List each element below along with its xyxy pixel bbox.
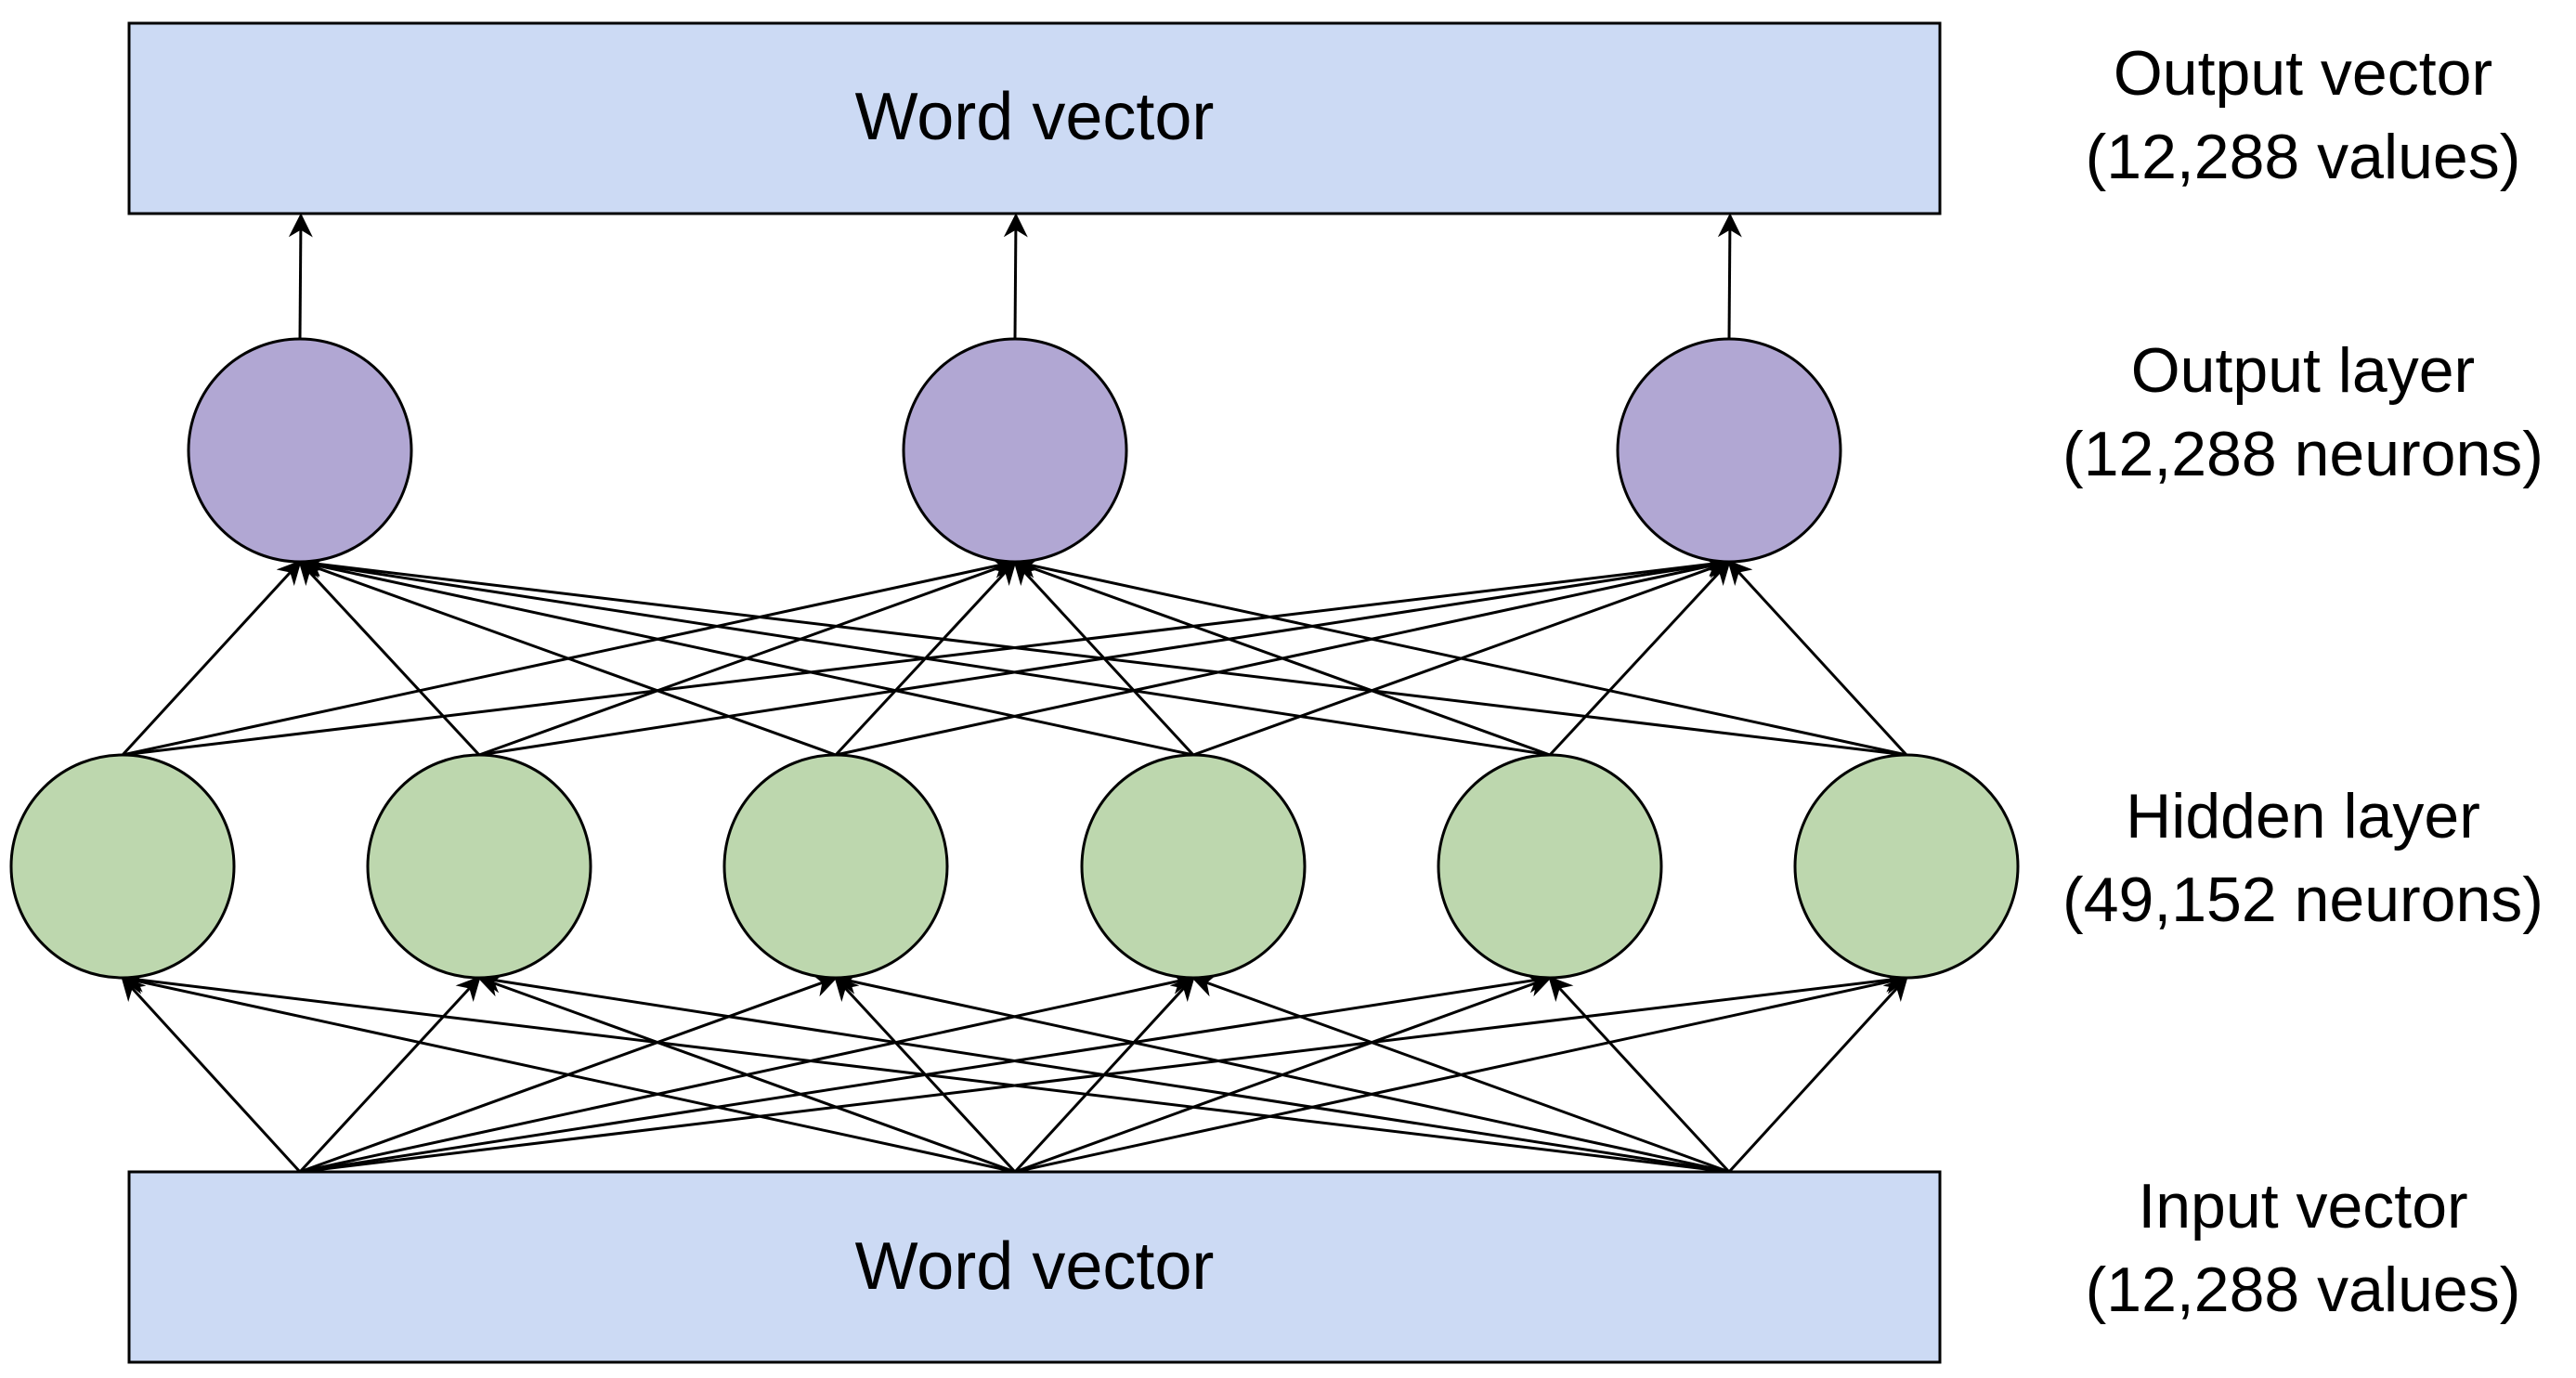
hidden-layer-size: (49,152 neurons): [2062, 864, 2543, 935]
input-hidden-arrow: [476, 968, 1730, 1174]
output-layer-size: (12,288 neurons): [2062, 419, 2543, 489]
output-neuron: [187, 337, 413, 564]
hidden-neuron: [1437, 753, 1663, 980]
hidden-output-arrow: [298, 560, 481, 757]
hidden-layer-side-label: Hidden layer (49,152 neurons): [2062, 781, 2543, 935]
input-vector-rect: [127, 1170, 1942, 1364]
input-hidden-arrow: [476, 973, 1016, 1174]
output-neuron: [902, 337, 1128, 564]
hidden-output-arrow: [1012, 554, 1907, 757]
input-vector-title: Input vector: [2138, 1171, 2467, 1242]
hidden-to-output-connections: [121, 552, 1908, 757]
input-vector-label: Word vector: [855, 1229, 1215, 1304]
output-vector-arrow: [1717, 213, 1742, 340]
input-word-vector-box: Word vector: [127, 1170, 1942, 1364]
input-vector-size: (12,288 values): [2086, 1254, 2521, 1325]
input-hidden-arrow: [298, 976, 481, 1174]
hidden-layer-neurons: [9, 753, 2020, 980]
hidden-output-arrow: [1548, 560, 1731, 757]
output-vector-size: (12,288 values): [2086, 122, 2521, 192]
hidden-neuron: [9, 753, 236, 980]
input-hidden-arrow: [121, 976, 302, 1174]
input-hidden-arrow: [120, 970, 1016, 1174]
hidden-output-arrow: [297, 552, 1907, 757]
hidden-output-arrow: [1727, 560, 1908, 757]
input-hidden-arrow: [1548, 976, 1731, 1174]
input-hidden-arrow: [1190, 973, 1730, 1174]
output-layer-title: Output layer: [2131, 335, 2475, 406]
output-word-vector-box: Word vector: [127, 21, 1942, 215]
output-neuron: [1616, 337, 1842, 564]
hidden-output-arrow: [1012, 557, 1551, 757]
output-layer-side-label: Output layer (12,288 neurons): [2062, 335, 2543, 489]
output-vector-arrow: [1003, 213, 1028, 340]
hidden-output-arrow: [297, 552, 1551, 757]
output-vector-arrow: [288, 213, 313, 340]
output-layer-neurons: [187, 337, 1842, 564]
hidden-neuron: [366, 753, 592, 980]
hidden-output-arrow: [121, 560, 302, 757]
hidden-output-arrow: [297, 554, 1194, 757]
output-vector-rect: [127, 21, 1942, 215]
hidden-output-arrow: [297, 557, 837, 757]
output-vector-title: Output vector: [2114, 38, 2492, 109]
output-vector-label: Word vector: [855, 80, 1215, 154]
input-to-hidden-connections: [120, 968, 1909, 1174]
hidden-neuron: [722, 753, 949, 980]
output-vector-side-label: Output vector (12,288 values): [2086, 38, 2521, 192]
hidden-layer-title: Hidden layer: [2126, 781, 2480, 852]
hidden-neuron: [1793, 753, 2020, 980]
output-to-vector-connections: [288, 213, 1742, 340]
input-hidden-arrow: [1727, 976, 1908, 1174]
hidden-neuron: [1080, 753, 1307, 980]
input-vector-side-label: Input vector (12,288 values): [2086, 1171, 2521, 1325]
input-hidden-arrow: [833, 970, 1730, 1174]
input-hidden-arrow: [120, 968, 1730, 1174]
